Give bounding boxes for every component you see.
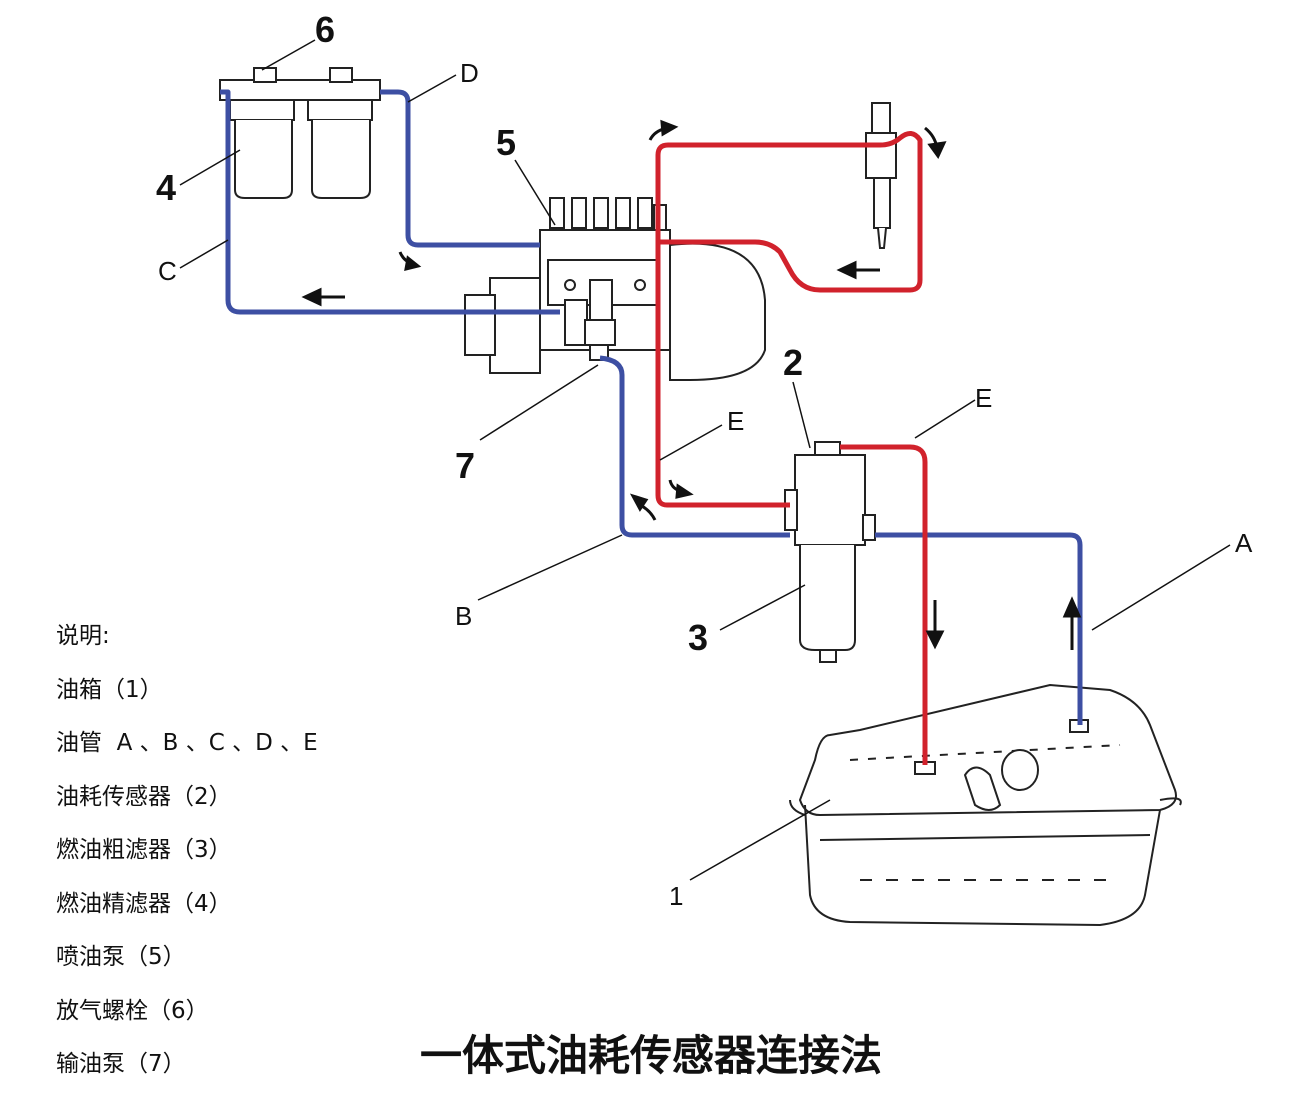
legend-item: 油耗传感器（2）: [56, 783, 232, 810]
label-B: B: [455, 601, 472, 631]
label-5: 5: [496, 122, 516, 163]
label-7: 7: [455, 445, 475, 486]
legend-item: 油箱（1）: [56, 676, 163, 703]
label-E-left: E: [727, 406, 744, 436]
return-lines: [655, 131, 928, 765]
fuel-tank: [789, 683, 1182, 927]
label-3: 3: [688, 617, 708, 658]
label-C: C: [158, 256, 177, 286]
supply-lines: [220, 89, 1083, 725]
diagram-title: 一体式油耗传感器连接法: [420, 1031, 883, 1080]
sensor-and-coarse-filter: [784, 441, 876, 663]
fuel-line-B: [599, 355, 790, 538]
label-E-right: E: [975, 383, 992, 413]
legend-item: 燃油精滤器（4）: [56, 890, 232, 917]
fuel-line-C: [220, 89, 560, 315]
fuel-line-E-pump: [655, 245, 790, 508]
legend-item: 喷油泵（5）: [56, 944, 186, 970]
injector-fittings: [549, 197, 667, 231]
fuel-line-E-injector: [655, 131, 923, 293]
label-1: 1: [669, 881, 683, 911]
label-6: 6: [315, 9, 335, 50]
fuel-line-A: [875, 532, 1083, 725]
legend: 说明: 油箱（1） 油管 A 、B 、C 、D 、E 油耗传感器（2） 燃油粗滤…: [56, 618, 318, 1100]
fuel-line-D: [380, 89, 540, 248]
fuel-fine-filters: [219, 67, 381, 199]
diagram-labels: 1 2 3 4 5 6 7 A B C D E E: [156, 9, 1253, 911]
legend-heading: 说明:: [56, 623, 110, 649]
legend-item: 燃油粗滤器（3）: [56, 837, 232, 863]
flow-arrows: [301, 119, 1082, 650]
injection-pump: [464, 229, 766, 381]
label-4: 4: [156, 167, 176, 208]
fuel-injector: [865, 102, 897, 249]
label-2: 2: [783, 342, 803, 383]
fuel-line-E-tank: [840, 444, 928, 765]
label-D: D: [460, 58, 479, 88]
legend-item: 放气螺栓（6）: [56, 997, 209, 1024]
leader-lines: [179, 39, 1231, 881]
legend-item: 输油泵（7）: [56, 1051, 186, 1077]
legend-item: 油管 A 、B 、C 、D 、E: [56, 730, 318, 756]
label-A: A: [1235, 528, 1253, 558]
